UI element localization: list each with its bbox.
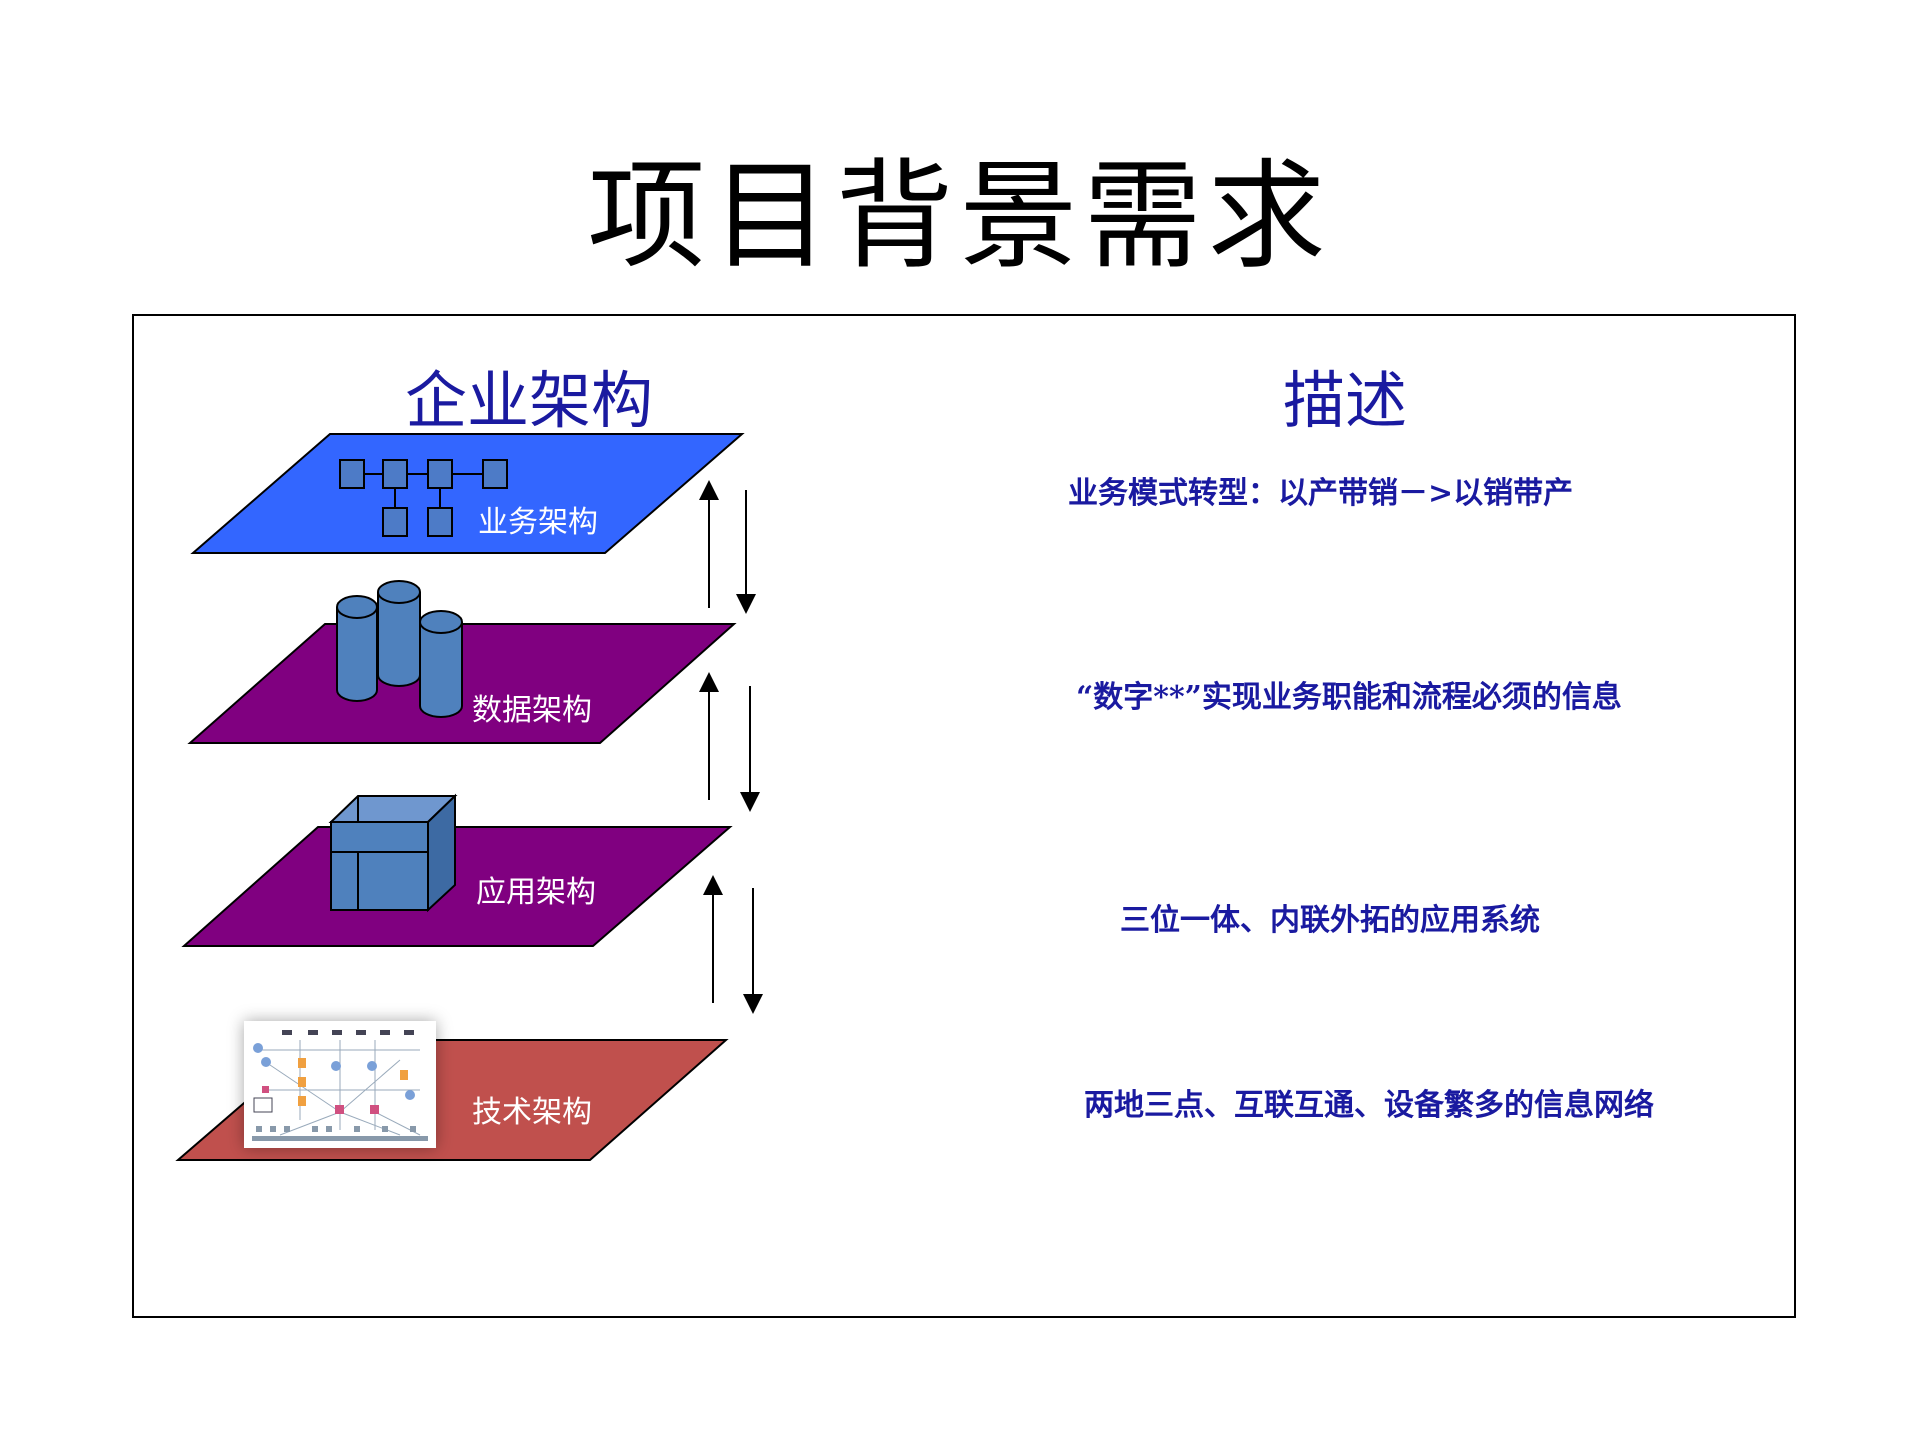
data-description: “数字**”实现业务职能和流程必须的信息 — [1076, 680, 1622, 715]
business-layer-label: 业务架构 — [478, 505, 598, 540]
enterprise-architecture-heading: 企业架构 — [405, 364, 654, 437]
business-plane — [190, 433, 745, 554]
application-description: 三位一体、内联外拓的应用系统 — [1120, 903, 1540, 938]
business-description: 业务模式转型：以产带销－>以销带产 — [1068, 476, 1574, 511]
network-diagram-thumbnail — [244, 1021, 436, 1148]
technology-layer-label: 技术架构 — [472, 1095, 592, 1130]
application-layer-label: 应用架构 — [476, 875, 596, 910]
data-architecture-layer: 数据架构 — [187, 580, 737, 744]
technology-description: 两地三点、互联互通、设备繁多的信息网络 — [1084, 1088, 1654, 1123]
database-cylinders-icon — [336, 580, 463, 718]
application-plane — [181, 826, 733, 947]
data-layer-label: 数据架构 — [472, 693, 592, 728]
content-frame — [132, 314, 1796, 1318]
description-heading: 描述 — [1283, 364, 1408, 437]
page-title: 项目背景需求 — [587, 147, 1332, 285]
org-chart-icon — [339, 459, 508, 537]
application-architecture-layer: 应用架构 — [181, 793, 733, 947]
technology-architecture-layer: 技术架构 — [175, 1021, 729, 1161]
application-box-icon — [328, 793, 458, 913]
business-architecture-layer: 业务架构 — [190, 433, 745, 554]
flow-arrows — [699, 480, 763, 1014]
